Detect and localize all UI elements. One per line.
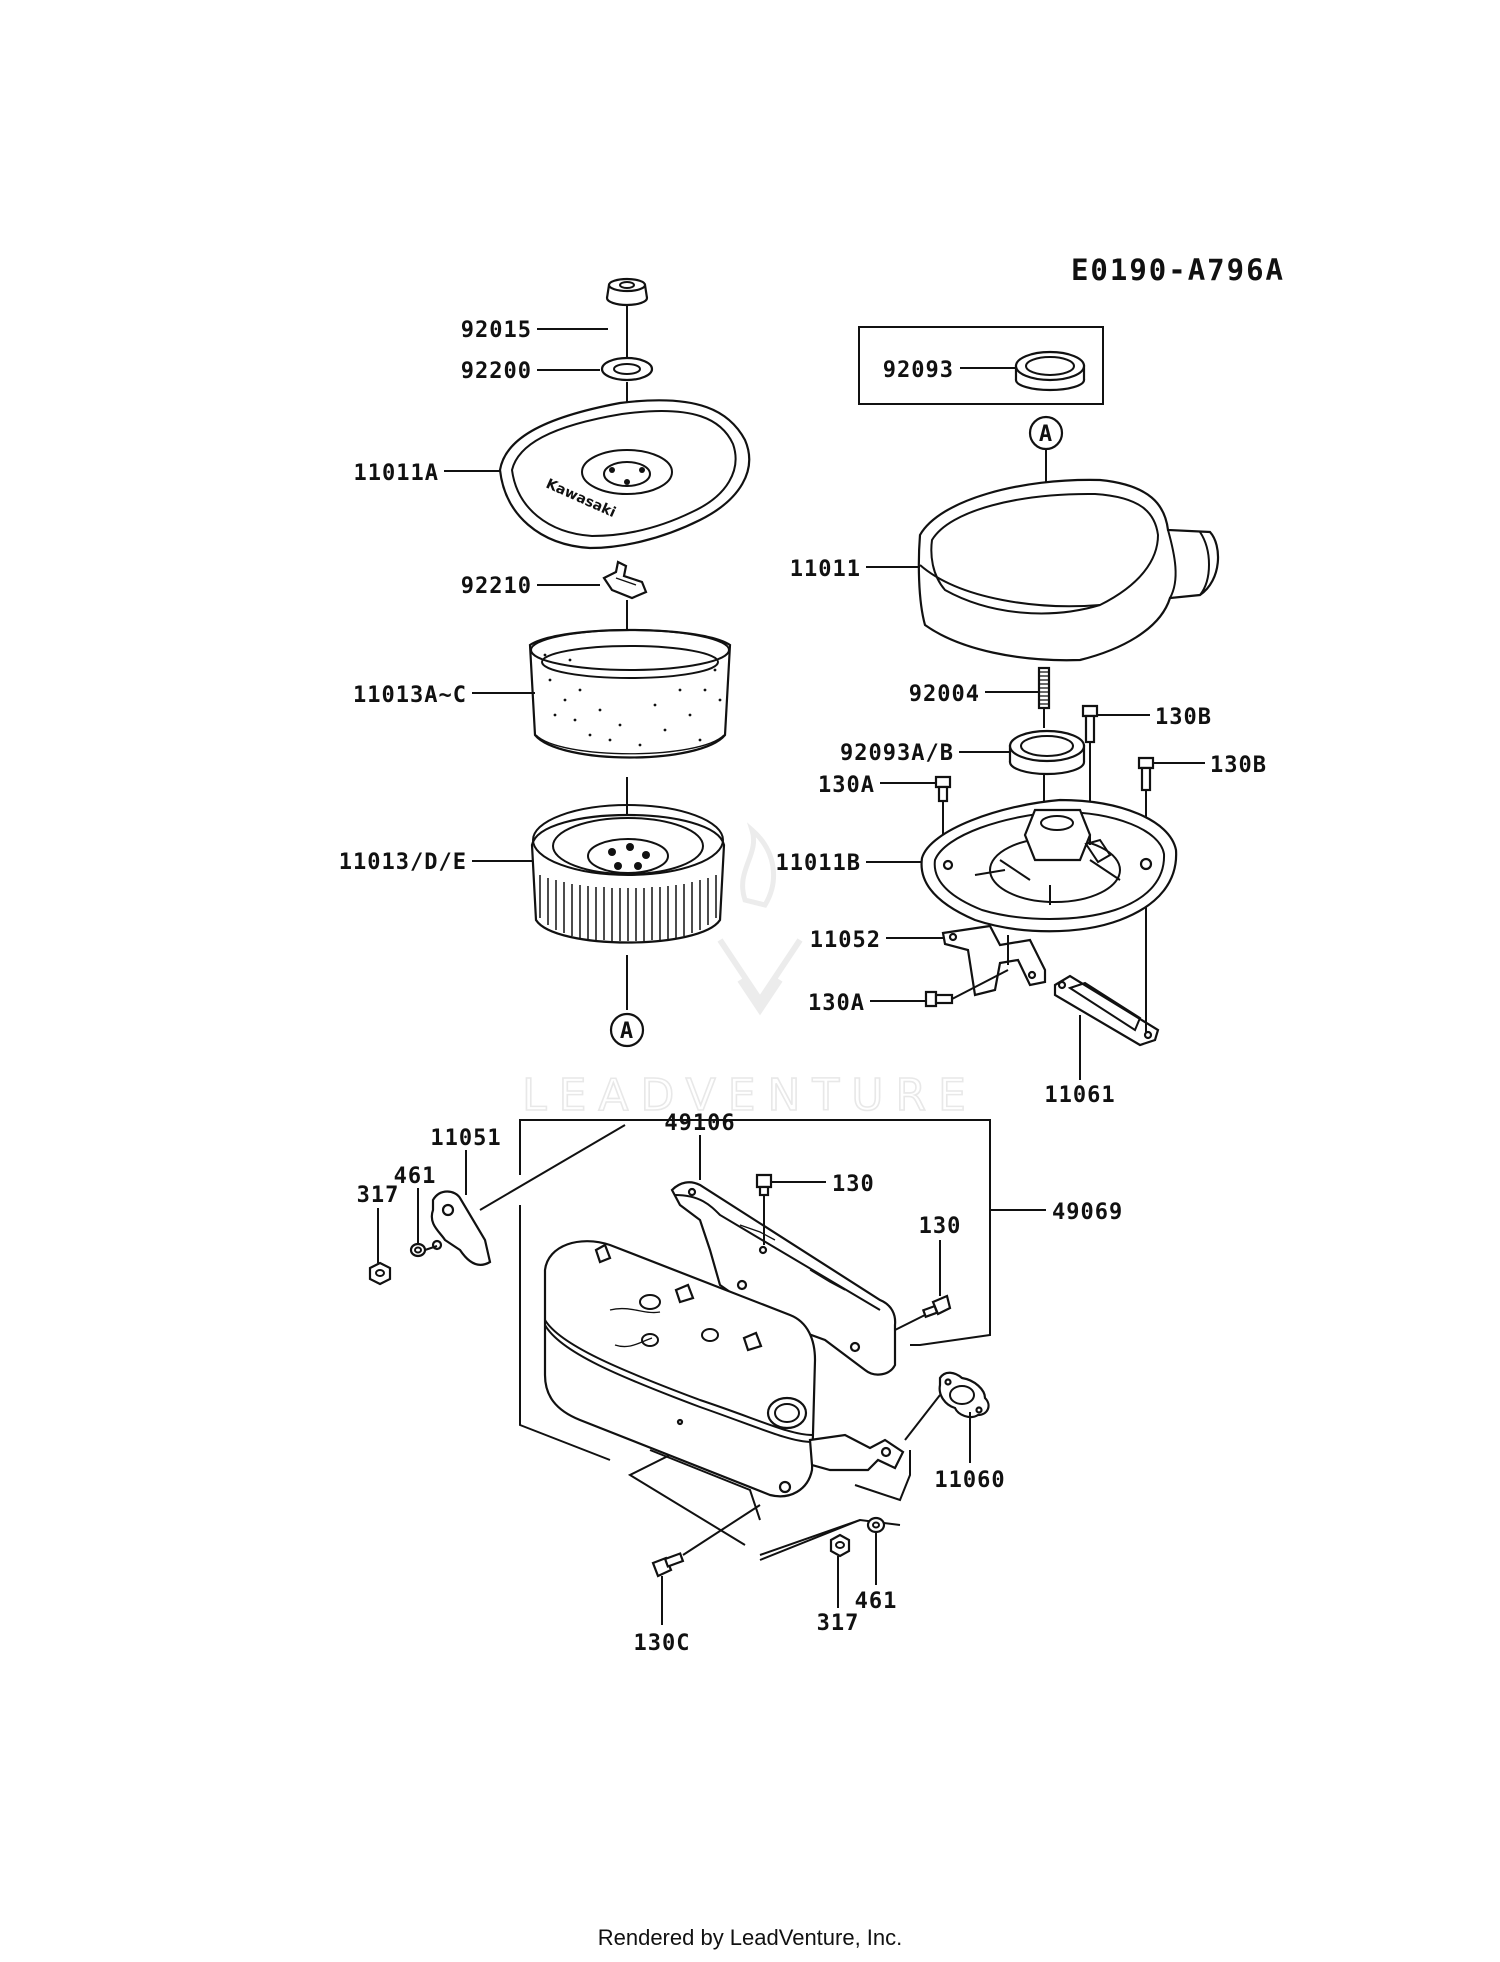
footer-credit: Rendered by LeadVenture, Inc.	[598, 1925, 903, 1950]
bracket-49069	[519, 1119, 991, 1346]
part-exhaust-pipe-icon[interactable]	[808, 1433, 905, 1472]
label-11011[interactable]: 11011	[790, 557, 861, 582]
label-49106[interactable]: 49106	[664, 1111, 735, 1136]
label-130C[interactable]: 130C	[634, 1631, 691, 1656]
part-130A-bolt-2-icon[interactable]	[924, 990, 954, 1008]
label-130-1[interactable]: 130	[832, 1172, 875, 1197]
label-11052[interactable]: 11052	[810, 928, 881, 953]
label-11060[interactable]: 11060	[934, 1468, 1005, 1493]
part-11052-bracket-icon[interactable]	[941, 924, 1047, 997]
part-461-washer-icon[interactable]	[409, 1242, 427, 1258]
part-130B-bolt-2-icon[interactable]	[1137, 756, 1155, 792]
callout-a-top-text: A	[1039, 422, 1053, 447]
label-11051[interactable]: 11051	[430, 1126, 501, 1151]
label-461-2[interactable]: 461	[855, 1589, 898, 1614]
part-11011B-base-icon[interactable]	[920, 798, 1178, 933]
part-muffler-icon[interactable]	[543, 1240, 817, 1498]
part-92093AB-seal-icon[interactable]	[1008, 729, 1086, 776]
part-92200-seal-icon[interactable]	[600, 356, 654, 382]
part-11061-gasket-icon[interactable]	[1053, 974, 1160, 1047]
label-11013AC[interactable]: 11013A~C	[353, 683, 467, 708]
part-11013AC-precleaner-icon[interactable]	[528, 628, 732, 759]
box-92093	[858, 326, 1104, 405]
diagram-code: E0190-A796A	[1071, 253, 1285, 287]
part-11060-gasket-icon[interactable]	[938, 1371, 990, 1419]
part-130-bolt-icon[interactable]	[755, 1173, 773, 1197]
label-92004[interactable]: 92004	[909, 682, 980, 707]
part-49106-heat-shield-icon[interactable]	[670, 1181, 897, 1376]
part-11011A-cover-icon[interactable]: Kawasaki	[498, 399, 751, 550]
label-92200[interactable]: 92200	[461, 359, 532, 384]
label-49069[interactable]: 49069	[1052, 1200, 1123, 1225]
part-317-nut-2-icon[interactable]	[829, 1533, 851, 1558]
label-461-1[interactable]: 461	[394, 1164, 437, 1189]
label-130-2[interactable]: 130	[919, 1214, 962, 1239]
part-92004-stud-icon[interactable]	[1037, 666, 1051, 710]
part-11013DE-element-icon[interactable]	[530, 804, 726, 944]
part-92093-seal-icon[interactable]	[1014, 350, 1086, 392]
label-130B-2[interactable]: 130B	[1210, 753, 1267, 778]
label-11011B[interactable]: 11011B	[776, 851, 861, 876]
callout-a-top: A	[1028, 415, 1064, 451]
part-130C-bolt-icon[interactable]	[651, 1552, 685, 1578]
label-317-1[interactable]: 317	[357, 1183, 400, 1208]
watermark: LEADVENTURE	[521, 822, 978, 1122]
label-92093[interactable]: 92093	[883, 358, 954, 383]
label-11013DE[interactable]: 11013/D/E	[339, 850, 467, 875]
callout-a-bottom: A	[609, 1012, 645, 1048]
label-92210[interactable]: 92210	[461, 574, 532, 599]
label-11061[interactable]: 11061	[1044, 1083, 1115, 1108]
label-11011A[interactable]: 11011A	[354, 461, 439, 486]
part-130-bolt-2-icon[interactable]	[921, 1294, 952, 1319]
label-317-2[interactable]: 317	[817, 1611, 860, 1636]
label-130B-1[interactable]: 130B	[1155, 705, 1212, 730]
part-92015-wing-nut-icon[interactable]	[605, 277, 649, 307]
part-130B-bolt-icon[interactable]	[1081, 704, 1099, 744]
part-11011-housing-icon[interactable]	[917, 478, 1220, 662]
part-92210-clip-icon[interactable]	[602, 560, 648, 600]
watermark-text: LEADVENTURE	[522, 1070, 978, 1121]
part-461-washer-2-icon[interactable]	[866, 1516, 886, 1534]
label-92093AB[interactable]: 92093A/B	[840, 741, 954, 766]
callout-a-bottom-text: A	[620, 1019, 634, 1044]
part-317-nut-icon[interactable]	[368, 1261, 392, 1286]
label-130A-1[interactable]: 130A	[818, 773, 875, 798]
label-92015[interactable]: 92015	[461, 318, 532, 343]
part-11051-plate-icon[interactable]	[430, 1190, 492, 1266]
label-130A-2[interactable]: 130A	[808, 991, 865, 1016]
part-130A-bolt-icon[interactable]	[934, 775, 952, 803]
